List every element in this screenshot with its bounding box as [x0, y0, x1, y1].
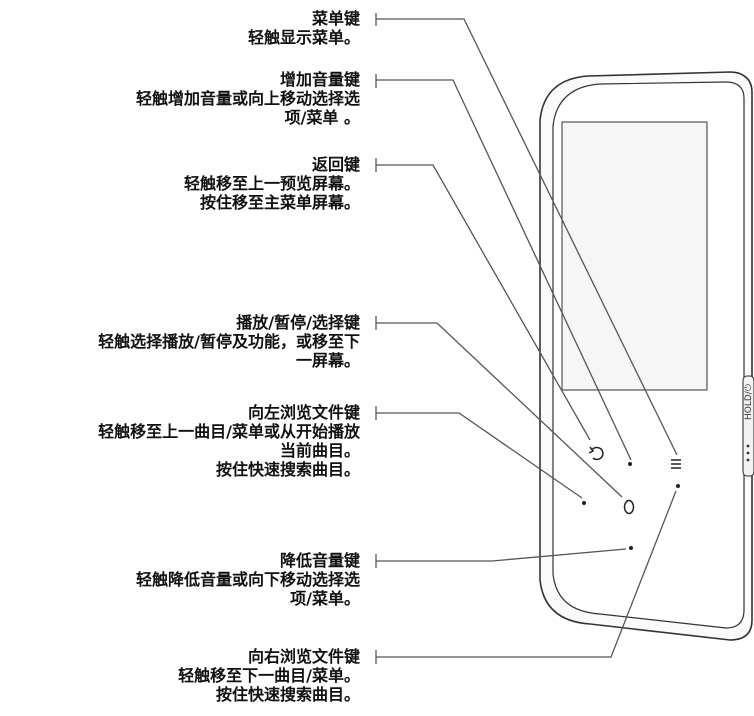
- callout-line: 按住快速搜索曲目。: [215, 460, 360, 479]
- callout-line: 轻触降低音量或向下移动选择选: [135, 570, 360, 589]
- leader-lines: [375, 13, 678, 664]
- callout-right: 向右浏览文件键 轻触移至下一曲目/菜单。 按住快速搜索曲目。: [0, 647, 360, 704]
- callout-title: 菜单键: [311, 9, 360, 28]
- callout-back: 返回键 轻触移至上一预览屏幕。 按住移至主菜单屏幕。: [0, 155, 360, 212]
- right-button[interactable]: [676, 484, 680, 488]
- callout-line: 轻触选择播放/暂停及功能，或移至下: [98, 332, 360, 351]
- callout-title: 播放/暂停/选择键: [236, 313, 360, 332]
- callout-line: 轻触移至上一曲目/菜单或从开始播放: [98, 422, 360, 441]
- menu-button[interactable]: [671, 459, 681, 469]
- volume-up-button[interactable]: [628, 462, 632, 466]
- callout-line: 项/菜单。: [290, 589, 360, 608]
- device-screen: [561, 121, 708, 391]
- callout-line: 轻触增加音量或向上移动选择选: [135, 89, 360, 108]
- leader-volume-down: [375, 548, 627, 568]
- back-button[interactable]: [588, 446, 604, 461]
- callout-line: 项/菜单 。: [284, 108, 360, 127]
- callout-line: 当前曲目。: [279, 441, 360, 460]
- leader-back: [375, 158, 591, 441]
- callout-line: 轻触移至上一预览屏幕。: [183, 174, 360, 193]
- leader-right: [375, 490, 677, 664]
- callout-line: 轻触显示菜单。: [247, 28, 360, 47]
- leader-play-pause: [375, 316, 623, 498]
- callout-volume-up: 增加音量键 轻触增加音量或向上移动选择选 项/菜单 。: [0, 70, 360, 127]
- callout-left: 向左浏览文件键 轻触移至上一曲目/菜单或从开始播放 当前曲目。 按住快速搜索曲目…: [0, 403, 360, 479]
- hold-label: HOLD/⏻: [743, 384, 754, 420]
- callout-line: 按住快速搜索曲目。: [215, 685, 360, 704]
- callout-line: 按住移至主菜单屏幕。: [199, 193, 360, 212]
- callout-title: 向左浏览文件键: [247, 403, 360, 422]
- callout-volume-down: 降低音量键 轻触降低音量或向下移动选择选 项/菜单。: [0, 551, 360, 608]
- left-button[interactable]: [582, 501, 586, 505]
- leader-volume-up: [375, 74, 632, 461]
- callout-line: 轻触移至下一曲目/菜单。: [178, 666, 360, 685]
- leader-left: [375, 406, 583, 499]
- leader-menu: [375, 13, 678, 456]
- callout-title: 向右浏览文件键: [247, 647, 360, 666]
- callout-title: 降低音量键: [279, 551, 360, 570]
- hold-switch[interactable]: HOLD/⏻: [742, 375, 754, 477]
- callout-title: 增加音量键: [279, 70, 360, 89]
- play-pause-button[interactable]: [623, 499, 635, 515]
- callout-play-pause: 播放/暂停/选择键 轻触选择播放/暂停及功能，或移至下 一屏幕。: [0, 313, 360, 370]
- callout-line: 一屏幕。: [295, 351, 360, 370]
- callout-title: 返回键: [311, 155, 360, 174]
- volume-down-button[interactable]: [629, 546, 633, 550]
- callout-menu: 菜单键 轻触显示菜单。: [0, 9, 360, 47]
